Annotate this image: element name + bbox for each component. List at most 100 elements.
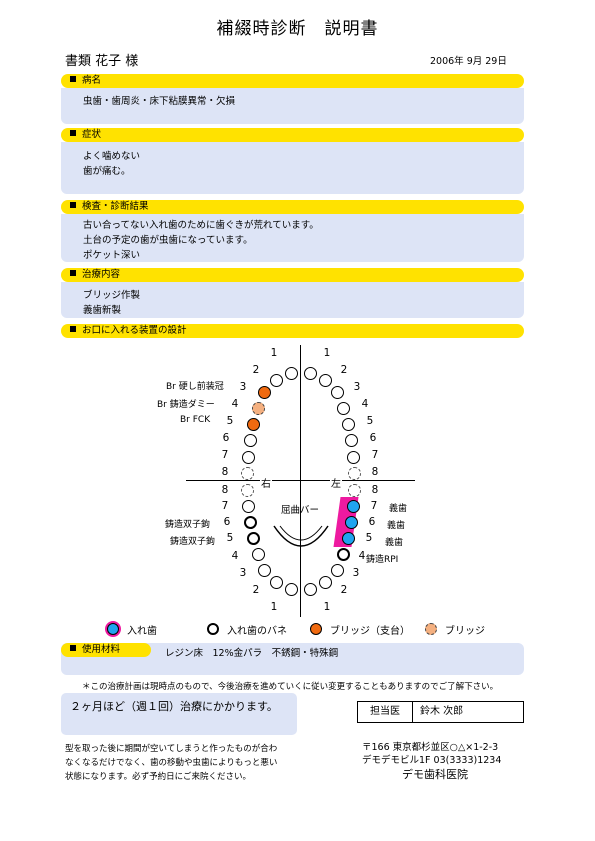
tooth-number: 7 bbox=[370, 500, 378, 512]
tooth-number: 6 bbox=[368, 516, 376, 528]
tooth-lower-right-1 bbox=[285, 583, 298, 596]
section-header-exam: 検査・診断結果 bbox=[61, 200, 524, 214]
bullet-square-icon bbox=[70, 130, 76, 136]
tooth-lower-left-1 bbox=[304, 583, 317, 596]
warning-line: なくなるだけでなく、歯の移動や虫歯によりもっと悪い bbox=[65, 758, 278, 768]
tooth-lower-left-5 bbox=[342, 532, 355, 545]
legend-label: ブリッジ（支台） bbox=[330, 626, 410, 637]
tooth-number: 4 bbox=[358, 550, 366, 562]
page-title: 補綴時診断 説明書 bbox=[216, 19, 379, 39]
warning-line: 状態になります。必ず予約日にご来院ください。 bbox=[65, 772, 251, 782]
tooth-upper-right-6 bbox=[244, 434, 257, 447]
tooth-lower-left-4 bbox=[337, 548, 350, 561]
bullet-square-icon bbox=[70, 270, 76, 276]
tooth-number: 8 bbox=[371, 484, 379, 496]
section-line: ポケット深い bbox=[83, 250, 141, 261]
section-header-treatment: 治療内容 bbox=[61, 268, 524, 282]
clinic-address-2: デモデモビル1F 03(3333)1234 bbox=[362, 755, 502, 766]
tooth-lower-left-3 bbox=[331, 564, 344, 577]
tooth-number: 8 bbox=[221, 466, 229, 478]
tooth-lower-left-7 bbox=[347, 500, 360, 513]
legend-label: ブリッジ bbox=[445, 626, 485, 637]
tooth-lower-right-4 bbox=[252, 548, 265, 561]
tooth-number: 1 bbox=[270, 601, 278, 613]
clinic-name: デモ歯科医院 bbox=[402, 768, 468, 781]
tooth-upper-left-3 bbox=[331, 386, 344, 399]
tooth-number: 8 bbox=[371, 466, 379, 478]
tooth-lower-left-2 bbox=[319, 576, 332, 589]
tooth-upper-right-7 bbox=[242, 451, 255, 464]
midline-horizontal bbox=[186, 480, 415, 481]
section-title: お口に入れる装置の設計 bbox=[82, 325, 187, 336]
side-left-label: 左 bbox=[330, 475, 342, 490]
tooth-number: 7 bbox=[221, 500, 229, 512]
tooth-number: 6 bbox=[222, 432, 230, 444]
doctor-label: 担当医 bbox=[358, 702, 413, 722]
tooth-upper-right-1 bbox=[285, 367, 298, 380]
bullet-square-icon bbox=[70, 326, 76, 332]
clasp-legend-icon bbox=[207, 623, 219, 635]
label-rpi-4: 鋳造RPI bbox=[366, 555, 399, 565]
section-body-treatment: ブリッジ作製 義歯新製 bbox=[61, 282, 524, 318]
section-title: 治療内容 bbox=[82, 269, 121, 280]
bullet-square-icon bbox=[70, 645, 76, 651]
legend-label: 入れ歯 bbox=[127, 626, 157, 637]
tooth-number: 5 bbox=[226, 532, 234, 544]
tooth-number: 4 bbox=[231, 398, 239, 410]
legend-label: 入れ歯のバネ bbox=[227, 626, 287, 637]
section-title: 症状 bbox=[82, 129, 102, 140]
tooth-number: 6 bbox=[223, 516, 231, 528]
tooth-number: 2 bbox=[252, 364, 260, 376]
section-line: 土台の予定の歯が虫歯になっています。 bbox=[83, 235, 253, 246]
duration-note-box: ２ヶ月ほど（週１回）治療にかかります。 bbox=[61, 693, 297, 735]
lingual-bar-icon bbox=[273, 525, 329, 547]
midline-vertical bbox=[300, 345, 301, 617]
section-body-exam: 古い合ってない入れ歯のために歯ぐきが荒れています。 土台の予定の歯が虫歯になって… bbox=[61, 214, 524, 262]
label-denture-5: 義歯 bbox=[385, 538, 404, 548]
tooth-lower-left-6 bbox=[345, 516, 358, 529]
doctor-name: 鈴木 次郎 bbox=[420, 706, 464, 717]
tooth-number: 4 bbox=[361, 398, 369, 410]
label-double-clasp-5: 鋳造双子鉤 bbox=[170, 537, 216, 547]
section-header-symptoms: 症状 bbox=[61, 128, 524, 142]
tooth-number: 2 bbox=[340, 584, 348, 596]
tooth-number: 7 bbox=[221, 449, 229, 461]
bullet-square-icon bbox=[70, 202, 76, 208]
tooth-lower-right-7 bbox=[242, 500, 255, 513]
bridge-legend-icon bbox=[425, 623, 437, 635]
tooth-number: 3 bbox=[239, 381, 247, 393]
bar-label: 屈曲バー bbox=[281, 505, 320, 516]
label-denture-6: 義歯 bbox=[387, 521, 406, 531]
section-body-symptoms: よく噛めない 歯が痛む。 bbox=[61, 142, 524, 194]
tooth-number: 7 bbox=[371, 449, 379, 461]
tooth-number: 1 bbox=[323, 347, 331, 359]
tooth-upper-right-8 bbox=[241, 467, 254, 480]
materials-text: レジン床 12%金パラ 不銹鋼・特殊鋼 bbox=[165, 648, 339, 659]
tooth-number: 5 bbox=[226, 415, 234, 427]
tooth-number: 4 bbox=[231, 550, 239, 562]
tooth-upper-right-5 bbox=[247, 418, 260, 431]
tooth-number: 5 bbox=[365, 532, 373, 544]
tooth-upper-left-7 bbox=[347, 451, 360, 464]
tooth-number: 2 bbox=[252, 584, 260, 596]
tooth-number: 5 bbox=[366, 415, 374, 427]
tooth-number: 1 bbox=[323, 601, 331, 613]
tooth-upper-left-6 bbox=[345, 434, 358, 447]
section-line: 義歯新製 bbox=[83, 305, 122, 316]
warning-line: 型を取った後に期間が空いてしまうと作ったものが合わ bbox=[65, 744, 278, 754]
tooth-upper-left-4 bbox=[337, 402, 350, 415]
label-br-abutment: Br 硬し前装冠 bbox=[166, 382, 224, 392]
tooth-lower-left-8 bbox=[348, 484, 361, 497]
section-line: 古い合ってない入れ歯のために歯ぐきが荒れています。 bbox=[83, 220, 319, 231]
tooth-number: 6 bbox=[369, 432, 377, 444]
clinic-address-1: 〒166 東京都杉並区○△×1-2-3 bbox=[362, 742, 499, 753]
label-br-pontic: Br 鋳造ダミー bbox=[157, 400, 215, 410]
doctor-box: 担当医 鈴木 次郎 bbox=[357, 701, 524, 723]
tooth-upper-right-2 bbox=[270, 374, 283, 387]
side-right-label: 右 bbox=[260, 475, 272, 490]
section-header-design: お口に入れる装置の設計 bbox=[61, 324, 524, 338]
tooth-upper-left-5 bbox=[342, 418, 355, 431]
tooth-number: 1 bbox=[270, 347, 278, 359]
denture-legend-icon bbox=[107, 623, 119, 635]
